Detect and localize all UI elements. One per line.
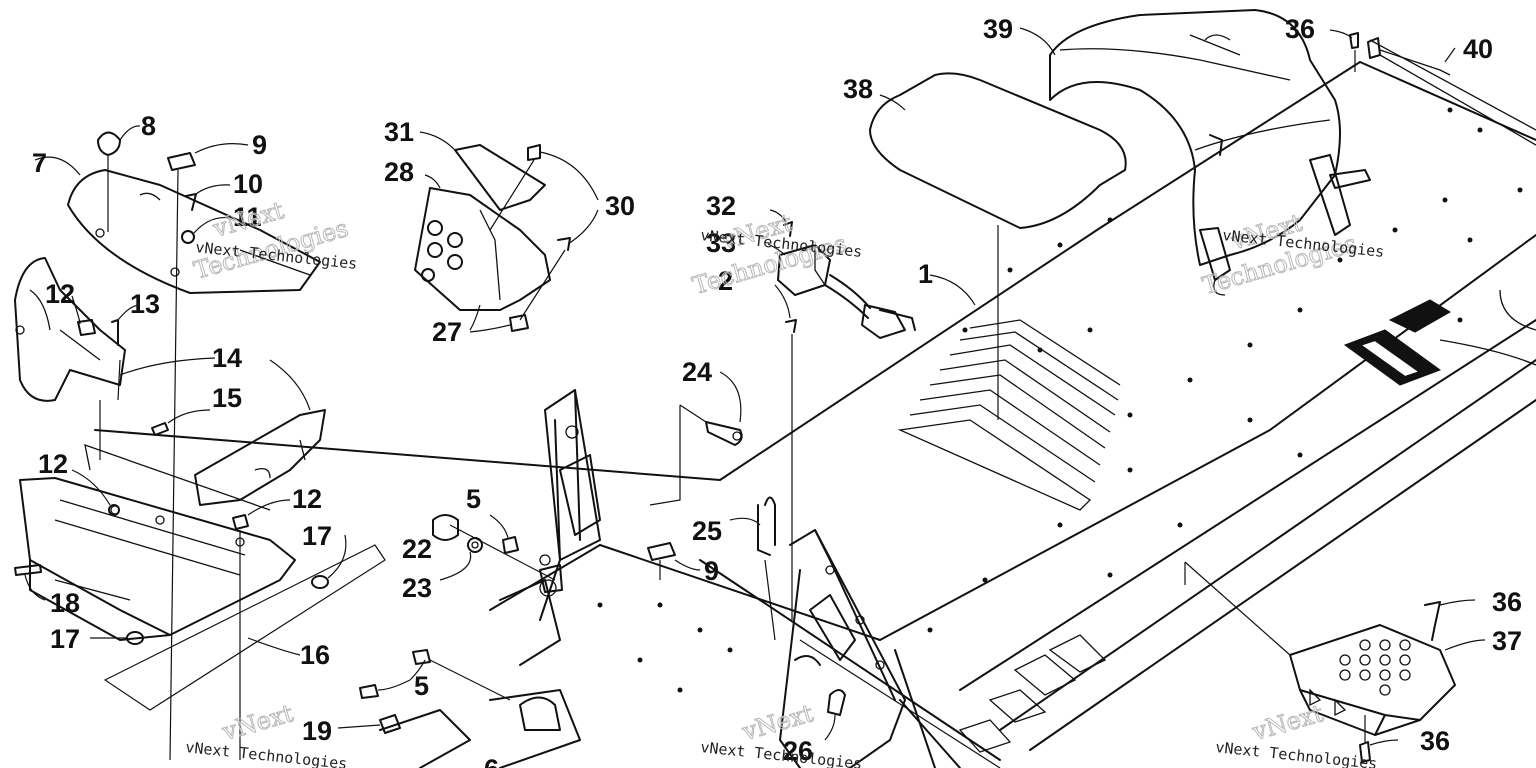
part-12-nut-a bbox=[71, 469, 120, 516]
part-31-plate bbox=[419, 131, 546, 211]
part-26-clip bbox=[824, 689, 846, 741]
callout-2: 2 bbox=[718, 266, 733, 296]
part-39-seat bbox=[1019, 9, 1371, 296]
callout-1: 1 bbox=[918, 259, 933, 289]
callout-24: 24 bbox=[682, 357, 712, 387]
callout-33: 33 bbox=[706, 228, 736, 258]
part-2-fastener bbox=[774, 284, 797, 620]
part-8-knob bbox=[97, 125, 141, 232]
part-36-rivet-a bbox=[1329, 29, 1359, 72]
part-9-tag bbox=[167, 143, 249, 761]
callout-28: 28 bbox=[384, 157, 414, 187]
callout-12: 12 bbox=[292, 484, 322, 514]
part-22-nut bbox=[432, 514, 459, 541]
callout-26: 26 bbox=[783, 736, 813, 766]
callout-10: 10 bbox=[233, 169, 263, 199]
callout-25: 25 bbox=[692, 516, 722, 546]
callout-14: 14 bbox=[212, 343, 242, 373]
part-bracket-left bbox=[14, 257, 141, 402]
part-40-rail bbox=[1367, 37, 1456, 76]
part-18-bolt bbox=[14, 564, 46, 601]
callout-9: 9 bbox=[252, 130, 267, 160]
callout-labels: 39 36 40 38 8 9 7 10 11 31 28 30 32 33 2… bbox=[32, 14, 1522, 768]
callout-36: 36 bbox=[1420, 726, 1450, 756]
part-36-rivet-c bbox=[1359, 715, 1399, 763]
part-12-nut-b bbox=[232, 499, 291, 760]
callout-16: 16 bbox=[300, 640, 330, 670]
callout-22: 22 bbox=[402, 534, 432, 564]
leader-1 bbox=[929, 274, 976, 306]
watermarks: vNext Technologies vNext Technologies vN… bbox=[185, 196, 1386, 768]
callout-7: 7 bbox=[32, 148, 47, 178]
callout-40: 40 bbox=[1463, 34, 1493, 64]
part-28-bracket bbox=[414, 174, 551, 311]
part-17-grommet-b bbox=[90, 631, 144, 645]
part-38-pad bbox=[869, 72, 1127, 229]
callout-38: 38 bbox=[843, 74, 873, 104]
part-36-rivet-b bbox=[1424, 599, 1476, 641]
part-10-screw bbox=[185, 184, 231, 211]
part-15-bolt bbox=[151, 409, 211, 436]
part-32-screw bbox=[769, 209, 793, 237]
callout-36: 36 bbox=[1285, 14, 1315, 44]
callout-5: 5 bbox=[466, 484, 481, 514]
part-17-grommet-a bbox=[311, 534, 347, 589]
part-25-cable bbox=[729, 496, 776, 641]
callout-8: 8 bbox=[141, 111, 156, 141]
rivet-holes bbox=[597, 107, 1523, 693]
part-30-screws bbox=[489, 144, 599, 321]
callout-6: 6 bbox=[484, 754, 499, 768]
part-5-bushing-a bbox=[449, 514, 563, 593]
part-27-clip bbox=[469, 304, 529, 333]
callout-13: 13 bbox=[130, 289, 160, 319]
callout-17: 17 bbox=[302, 521, 332, 551]
callout-15: 15 bbox=[212, 383, 242, 413]
front-right-bulkhead bbox=[779, 529, 1001, 768]
watermark-line: vNext Technologies bbox=[1215, 738, 1379, 768]
watermark-brand: vNext bbox=[219, 699, 297, 746]
callout-5: 5 bbox=[414, 671, 429, 701]
callout-23: 23 bbox=[402, 573, 432, 603]
xt-decal bbox=[1343, 299, 1451, 386]
part-7-cover bbox=[34, 156, 321, 294]
part-11-grommet bbox=[181, 216, 231, 244]
callout-39: 39 bbox=[983, 14, 1013, 44]
part-37-bracket bbox=[1184, 561, 1486, 736]
callout-36: 36 bbox=[1492, 587, 1522, 617]
callout-18: 18 bbox=[50, 588, 80, 618]
front-left-bulkhead bbox=[379, 389, 601, 768]
callout-30: 30 bbox=[605, 191, 635, 221]
callout-27: 27 bbox=[432, 317, 462, 347]
callout-31: 31 bbox=[384, 117, 414, 147]
callout-32: 32 bbox=[706, 191, 736, 221]
watermark-brand: vNext bbox=[1249, 699, 1327, 746]
part-24-cable bbox=[649, 371, 743, 506]
callout-12: 12 bbox=[45, 279, 75, 309]
callout-37: 37 bbox=[1492, 626, 1522, 656]
part-19-bolt bbox=[337, 714, 401, 734]
callout-19: 19 bbox=[302, 716, 332, 746]
callout-17: 17 bbox=[50, 624, 80, 654]
part-16-plate bbox=[19, 400, 386, 711]
callout-9: 9 bbox=[704, 556, 719, 586]
running-board-cutouts bbox=[958, 634, 1107, 753]
callout-11: 11 bbox=[233, 202, 262, 232]
part-33-module bbox=[767, 243, 916, 339]
callout-12: 12 bbox=[38, 449, 68, 479]
part-23-washer bbox=[439, 537, 483, 581]
tunnel-frame bbox=[94, 39, 1536, 761]
part-14-bracket bbox=[119, 357, 326, 506]
vent-slots bbox=[897, 319, 1121, 511]
part-5-bushing-b bbox=[359, 649, 511, 701]
part-9-tag-b bbox=[647, 542, 701, 580]
